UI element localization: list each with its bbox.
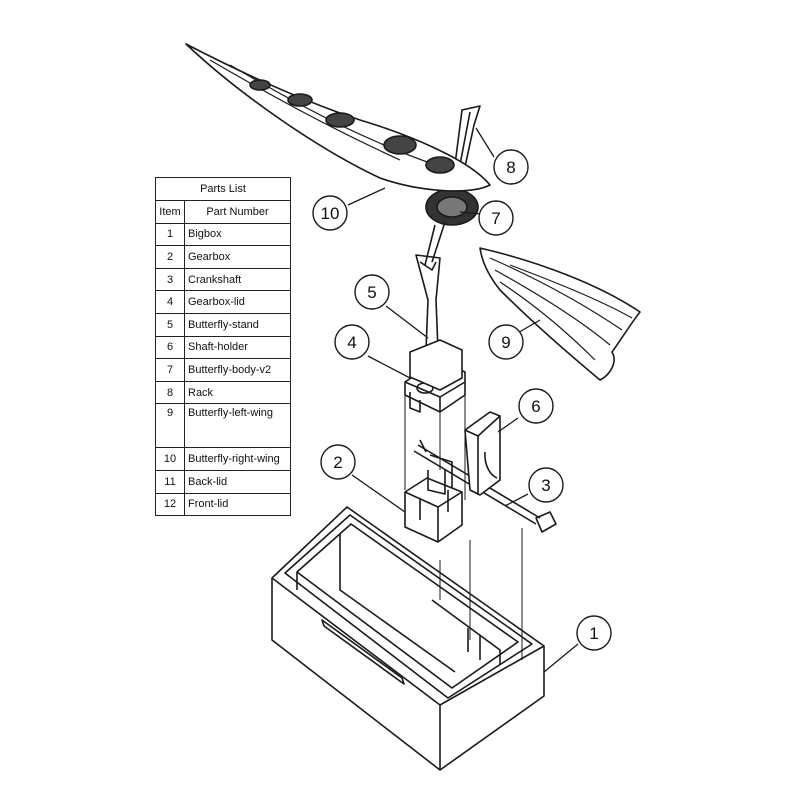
callout-leaders xyxy=(347,127,579,673)
callout-3: 3 xyxy=(541,476,550,495)
part-number: Rack xyxy=(184,380,291,405)
part-number: Gearbox xyxy=(184,245,291,269)
butterfly-right-wing-part xyxy=(185,43,491,192)
item-number: 2 xyxy=(155,245,185,269)
parts-list-title: Parts List xyxy=(155,177,291,201)
item-number: 10 xyxy=(155,447,185,471)
item-number: 11 xyxy=(155,469,185,494)
callout-4: 4 xyxy=(347,333,356,352)
callout-5: 5 xyxy=(367,283,376,302)
shaft-holder-part xyxy=(464,411,501,496)
butterfly-stand-part xyxy=(409,254,463,391)
part-number: Butterfly-stand xyxy=(184,312,291,337)
item-number: 6 xyxy=(155,335,185,360)
item-number: 7 xyxy=(155,358,185,382)
column-header-part-number: Part Number xyxy=(184,200,291,224)
callout-10: 10 xyxy=(321,204,340,223)
callout-circles xyxy=(312,149,612,651)
butterfly-left-wing-part xyxy=(479,247,641,381)
item-number: 8 xyxy=(155,380,185,405)
item-number: 12 xyxy=(155,492,185,517)
callout-9: 9 xyxy=(501,333,510,352)
callout-2: 2 xyxy=(333,453,342,472)
part-number: Front-lid xyxy=(184,492,291,517)
part-number: Crankshaft xyxy=(184,267,291,292)
item-number: 4 xyxy=(155,290,185,314)
butterfly-body-part xyxy=(424,188,479,266)
callout-6: 6 xyxy=(531,397,540,416)
part-number: Butterfly-right-wing xyxy=(184,447,291,471)
callout-1: 1 xyxy=(589,624,598,643)
part-number: Back-lid xyxy=(184,469,291,494)
item-number: 3 xyxy=(155,267,185,292)
item-number: 1 xyxy=(155,222,185,247)
gearbox-part xyxy=(404,454,463,543)
item-number: 9 xyxy=(155,403,185,449)
column-header-item: Item xyxy=(155,200,185,224)
part-number: Shaft-holder xyxy=(184,335,291,360)
callout-8: 8 xyxy=(506,158,515,177)
part-number: Bigbox xyxy=(184,222,291,247)
bigbox-part xyxy=(271,506,545,771)
part-number: Butterfly-left-wing xyxy=(184,403,291,449)
callout-7: 7 xyxy=(491,209,500,228)
part-number: Butterfly-body-v2 xyxy=(184,358,291,382)
part-number: Gearbox-lid xyxy=(184,290,291,314)
item-number: 5 xyxy=(155,312,185,337)
assembly-guide-lines xyxy=(404,395,523,660)
